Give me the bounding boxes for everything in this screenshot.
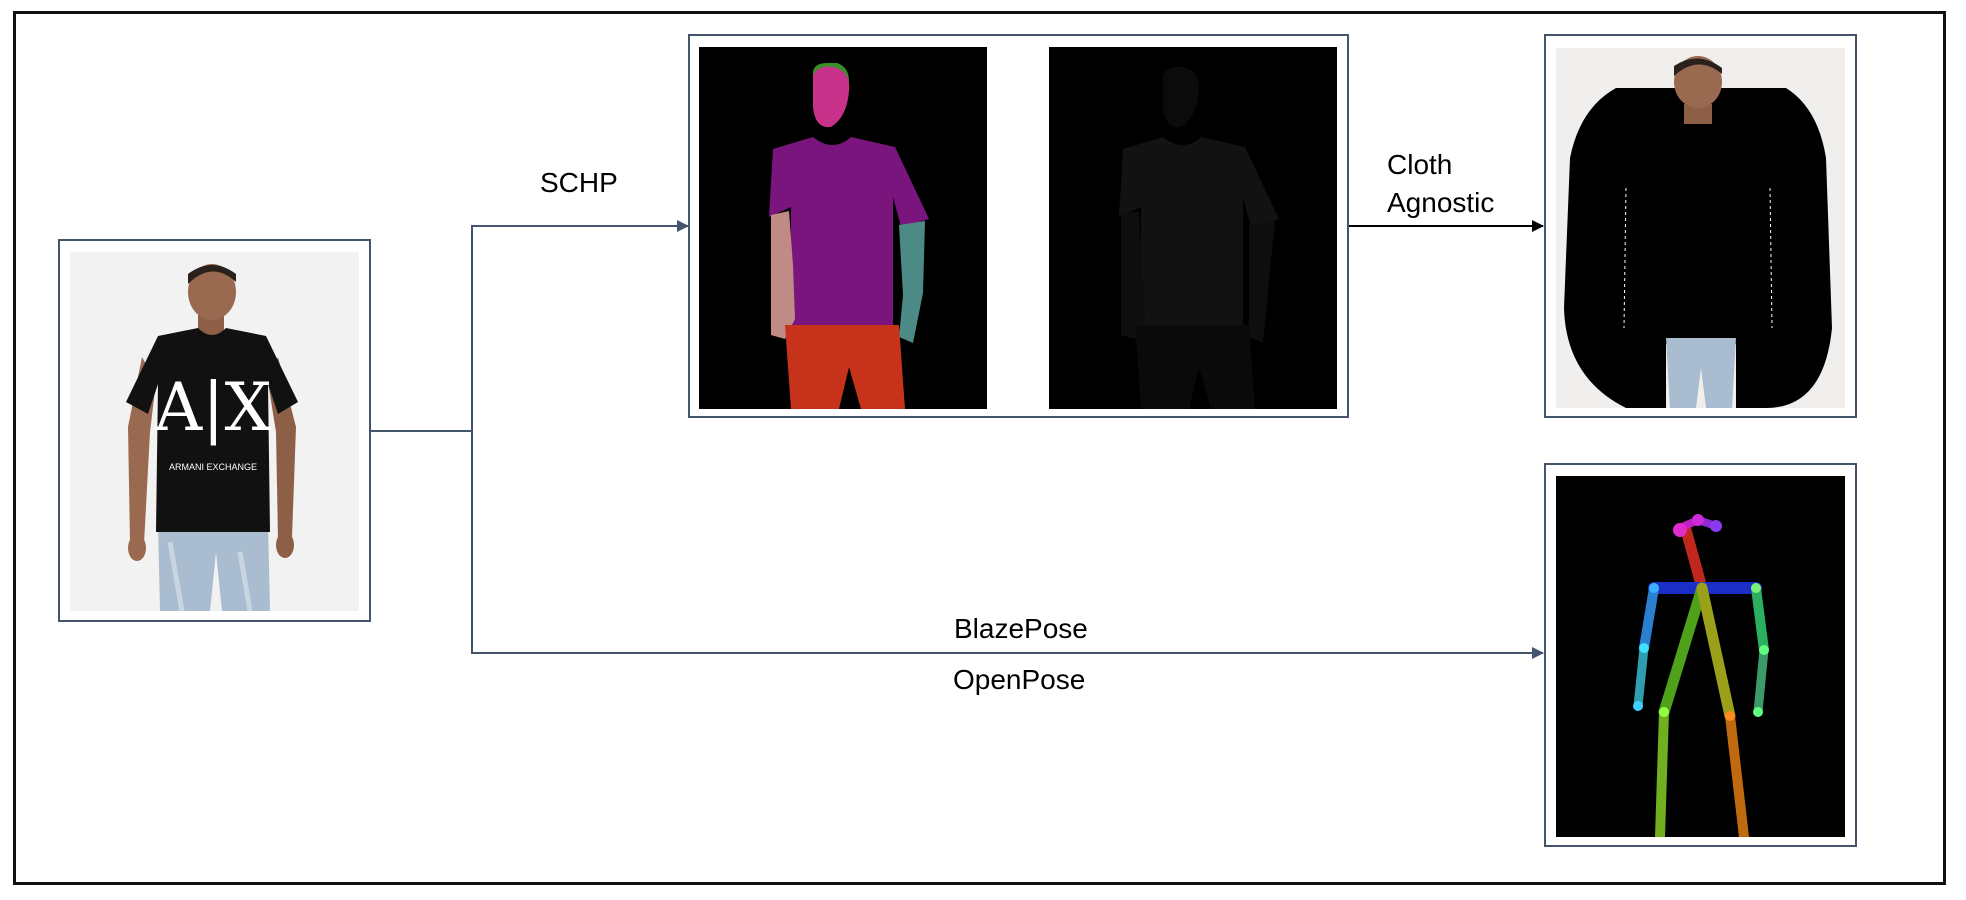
schp-output-panel — [688, 34, 1349, 418]
schp-label: SCHP — [540, 167, 618, 198]
agnostic-image — [1556, 48, 1845, 408]
connector-to-pose — [471, 431, 1544, 659]
openpose-label: OpenPose — [953, 664, 1086, 695]
cloth-agnostic-label-line2: Agnostic — [1387, 187, 1495, 218]
parsing-map — [699, 47, 987, 409]
connector-to-schp — [471, 220, 689, 431]
pose-panel — [1544, 463, 1857, 847]
blazepose-label: BlazePose — [954, 613, 1088, 644]
diagram-frame — [13, 11, 1946, 885]
pose-skeleton — [1556, 476, 1845, 837]
tshirt-logo: A|X — [154, 369, 272, 446]
agnostic-panel — [1544, 34, 1857, 418]
tshirt-brand: ARMANI EXCHANGE — [169, 462, 257, 472]
label-map — [1049, 47, 1337, 409]
person-photo: A|X ARMANI EXCHANGE — [70, 252, 359, 611]
input-image-panel: A|X ARMANI EXCHANGE — [58, 239, 371, 622]
cloth-agnostic-label-line1: Cloth — [1387, 149, 1453, 180]
